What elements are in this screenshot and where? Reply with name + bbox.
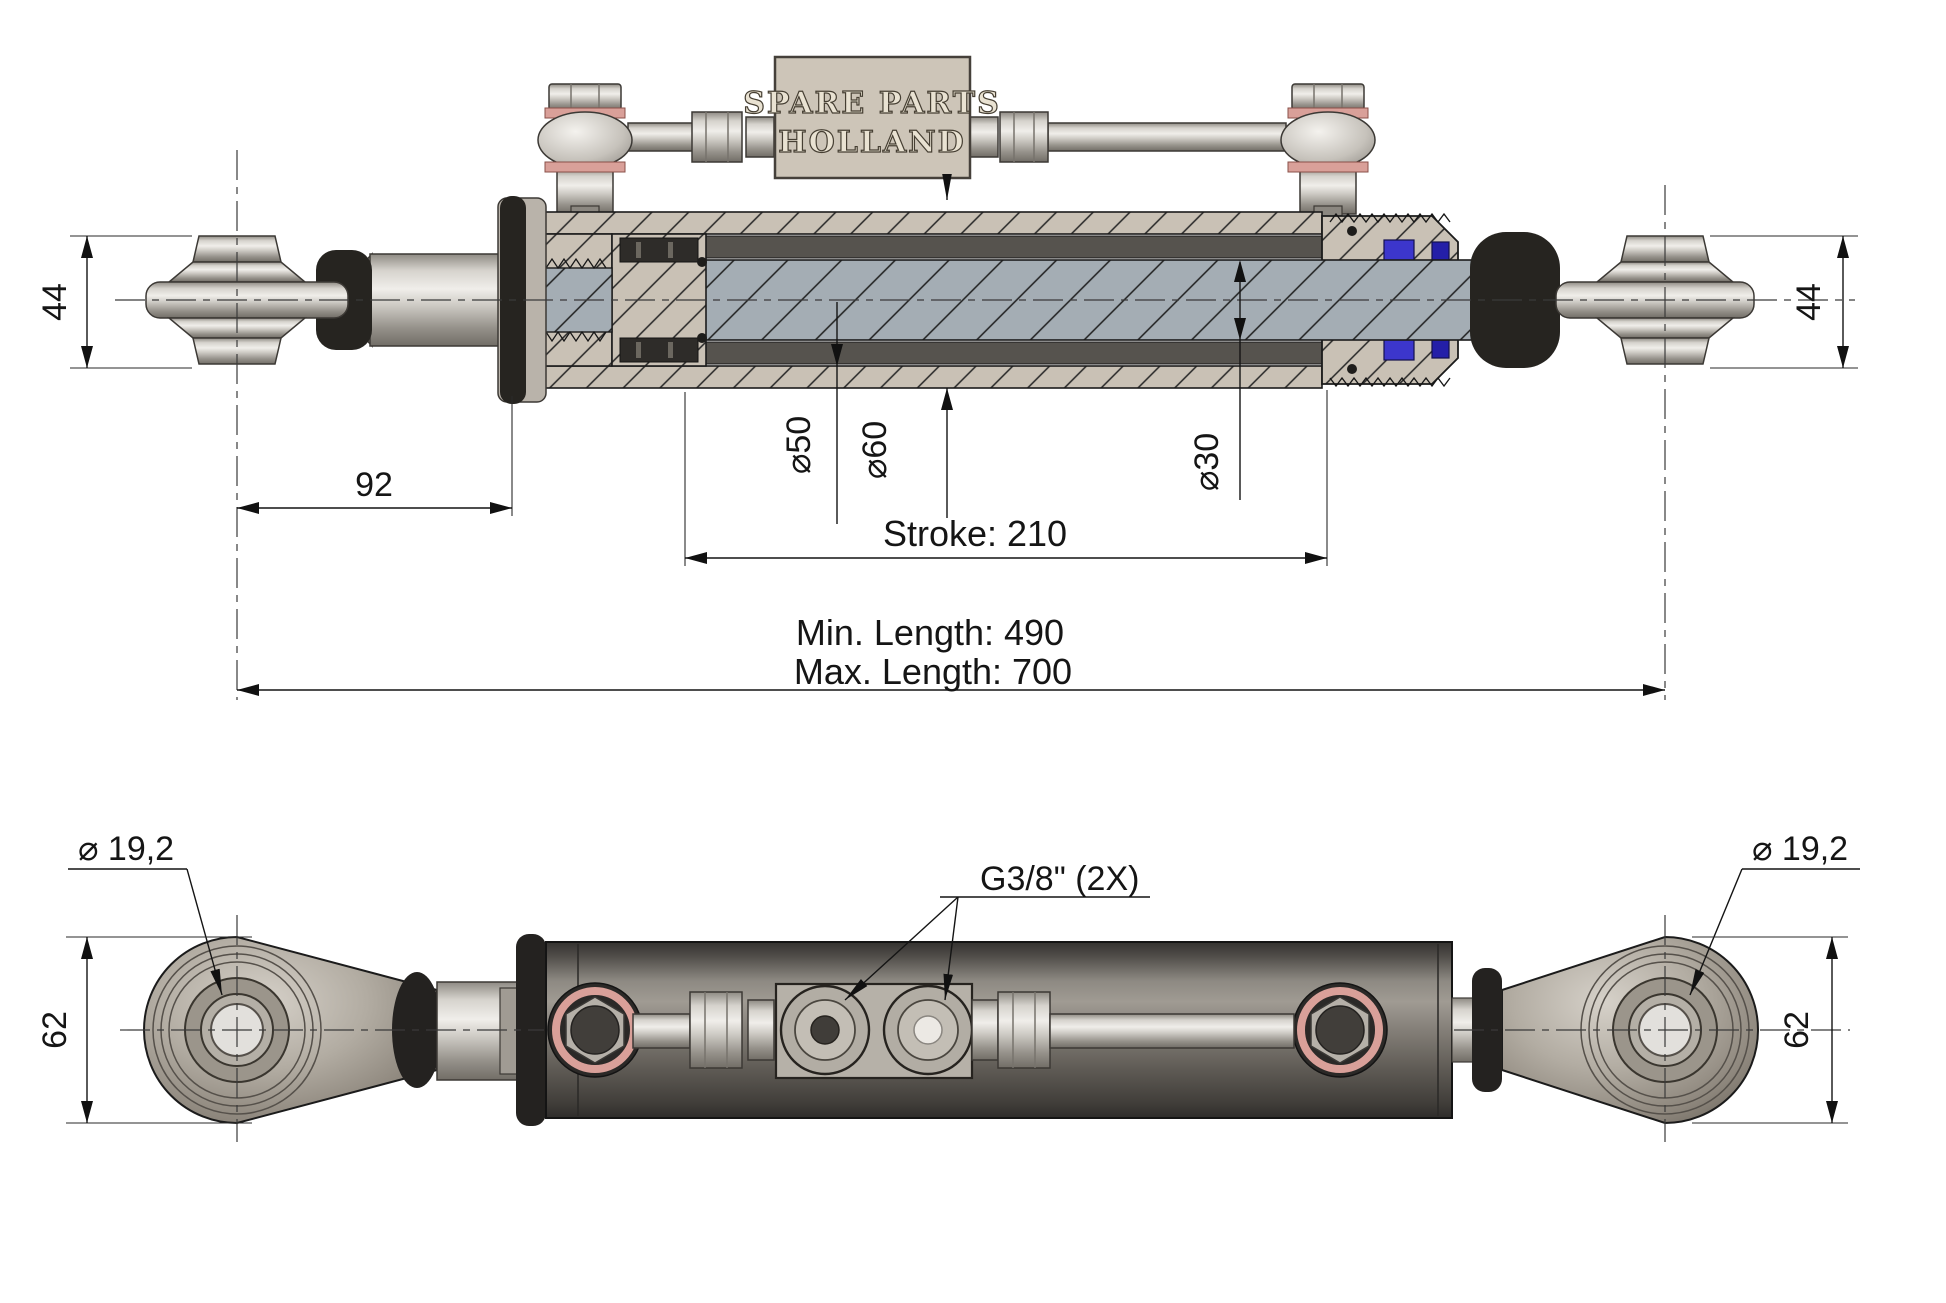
oil-cavity-bottom [699, 341, 1323, 365]
banjo-fitting-left [537, 83, 633, 219]
gland-thread [1329, 212, 1451, 224]
tube-nut-right [999, 111, 1049, 163]
dim-rod-dia: ⌀30 [1188, 260, 1246, 500]
dim-text-62-left: 62 [36, 1011, 74, 1049]
dim-text-d30: ⌀30 [1188, 433, 1226, 491]
dim-pivot-offset: 92 [237, 396, 513, 516]
dim-eye-height-left: 44 [36, 235, 192, 369]
hydraulic-line: SPARE PARTS HOLLAND [537, 55, 1376, 219]
dim-eye-height-right: 44 [1710, 235, 1858, 369]
rod-wiper-blue [1431, 339, 1450, 359]
hydraulic-tube-right [1047, 122, 1287, 152]
dim-text-62-right: 62 [1778, 1011, 1816, 1049]
banjo-ball-left [537, 111, 633, 169]
section-view: SPARE PARTS HOLLAND [36, 55, 1858, 700]
dim-text-44-left: 44 [36, 283, 74, 321]
dim-text-d60: ⌀60 [856, 421, 894, 479]
rod-wiper-blue [1431, 241, 1450, 261]
dim-text-d50: ⌀50 [780, 416, 818, 474]
dim-eye-width-left: 62 [36, 936, 252, 1124]
oil-cavity-top [699, 235, 1323, 259]
banjo-ball-right [1280, 111, 1376, 169]
dim-eye-width-right: 62 [1692, 936, 1848, 1124]
piston-seal [619, 237, 699, 263]
dim-outer-dia: ⌀60 [856, 388, 953, 518]
title-plate: SPARE PARTS HOLLAND [743, 55, 1001, 200]
dim-text-d192-left: ⌀ 19,2 [78, 830, 174, 868]
bottom-view: ⌀ 19,2 62 G3/8" (2X) ⌀ 19,2 [36, 830, 1860, 1142]
gland-oring [1347, 226, 1357, 236]
piston-seal [619, 337, 699, 363]
dim-min-max-length: Min. Length: 490 Max. Length: 700 [237, 612, 1665, 696]
dim-text-44-right: 44 [1790, 283, 1828, 321]
dim-text-ports: G3/8" (2X) [980, 860, 1139, 898]
dim-bore-dia: ⌀50 [780, 302, 843, 524]
banjo-boss-right [1292, 982, 1388, 1078]
title-plate-line1: SPARE PARTS [743, 86, 1001, 121]
dim-text-max-length: Max. Length: 700 [794, 651, 1072, 692]
port-fitting-hex-right [997, 991, 1051, 1069]
gland-oring [1347, 364, 1357, 374]
dim-text-92: 92 [355, 466, 393, 504]
dim-text-d192-right: ⌀ 19,2 [1752, 830, 1848, 868]
banjo-bolt-head-right [1291, 83, 1365, 111]
banjo-fitting-right [1280, 83, 1376, 219]
dim-stroke: Stroke: 210 [684, 390, 1328, 566]
title-plate-line2: HOLLAND [778, 125, 965, 160]
port-block-assembly [632, 982, 1295, 1080]
hydraulic-tube-left [627, 122, 699, 152]
dim-text-min-length: Min. Length: 490 [796, 612, 1064, 653]
dim-hole-left: ⌀ 19,2 [68, 830, 223, 996]
barrel-bottom-wall [534, 365, 1323, 389]
tube-collar-left [745, 116, 775, 158]
barrel-top-wall [534, 211, 1323, 235]
banjo-bolt-head-left [548, 83, 622, 111]
barrel-oring-right [1472, 968, 1502, 1092]
copper-washer [544, 161, 626, 173]
port-fitting-hex-left [689, 991, 743, 1069]
dim-text-stroke: Stroke: 210 [883, 513, 1067, 554]
rod-seal-blue [1383, 337, 1415, 361]
title-plate-body [773, 55, 972, 180]
tube-nut-left [691, 111, 743, 163]
copper-washer [1287, 161, 1369, 173]
banjo-boss-left [547, 982, 643, 1078]
rod-seal-blue [1383, 239, 1415, 263]
dim-hole-right: ⌀ 19,2 [1689, 830, 1860, 996]
tube-collar-right [969, 116, 999, 158]
gland-thread [1329, 376, 1451, 388]
dim-ports: G3/8" (2X) [844, 860, 1150, 1001]
